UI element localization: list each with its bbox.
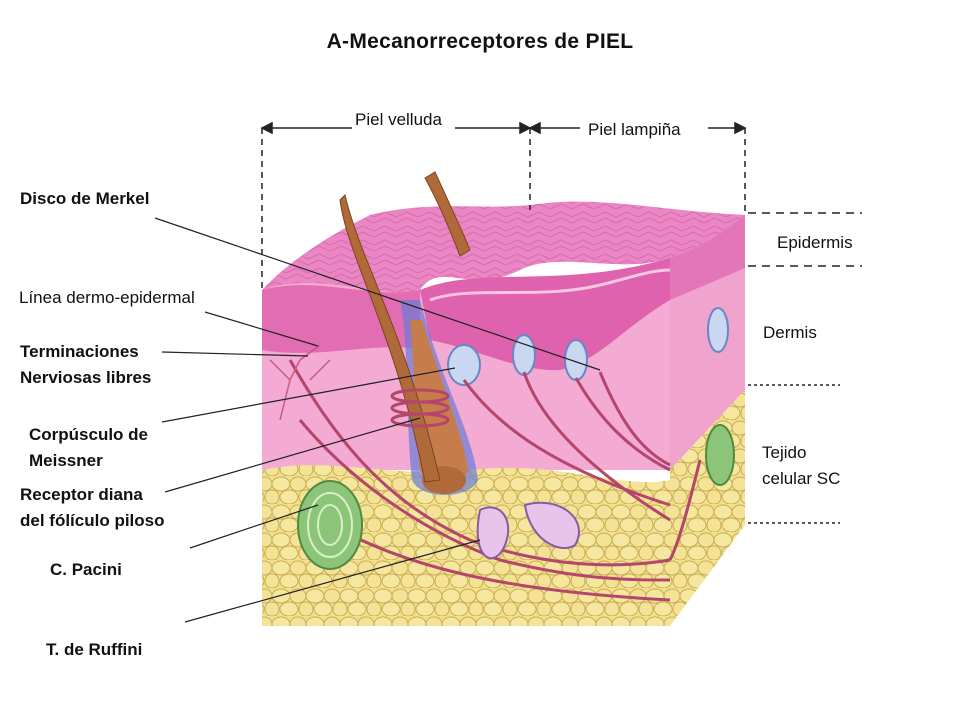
label-meissner-corpuscle: Corpúsculo de Meissner bbox=[29, 425, 149, 470]
hair-shaft-2 bbox=[424, 171, 471, 257]
pacini-corpuscles bbox=[297, 424, 735, 570]
label-free-nerve-endings: Terminaciones Nerviosas libres bbox=[20, 342, 152, 387]
label-ruffini-ending: T. de Ruffini bbox=[46, 640, 143, 659]
label-dermo-epidermal-line: Línea dermo-epidermal bbox=[19, 288, 195, 307]
hair-shaft-1 bbox=[339, 194, 441, 483]
label-dermis: Dermis bbox=[763, 323, 817, 342]
nerve-fibers bbox=[288, 359, 702, 602]
label-pacini-corpuscle: C. Pacini bbox=[50, 560, 122, 579]
epidermis-top-surface bbox=[262, 201, 745, 293]
free-nerve-endings bbox=[269, 344, 331, 421]
label-epidermis: Epidermis bbox=[777, 233, 853, 252]
leader-lines bbox=[154, 217, 601, 623]
ruffini-endings bbox=[476, 501, 580, 560]
label-merkel-disc: Disco de Merkel bbox=[20, 189, 150, 208]
label-hair-follicle-receptor: Receptor diana del fólículo piloso bbox=[20, 485, 165, 530]
epidermis-front-band bbox=[262, 258, 671, 371]
region-markers bbox=[260, 121, 747, 290]
page-title: A-Mecanorreceptores de PIEL bbox=[326, 30, 634, 53]
label-hairy-skin: Piel velluda bbox=[355, 110, 442, 129]
side-face bbox=[670, 215, 745, 626]
label-subcutaneous: Tejido celular SC bbox=[762, 443, 841, 488]
label-glabrous-skin: Piel lampiña bbox=[588, 120, 681, 139]
meissner-corpuscles bbox=[447, 307, 729, 386]
layer-boundaries bbox=[748, 212, 862, 524]
hair-receptor-rings bbox=[390, 388, 450, 428]
